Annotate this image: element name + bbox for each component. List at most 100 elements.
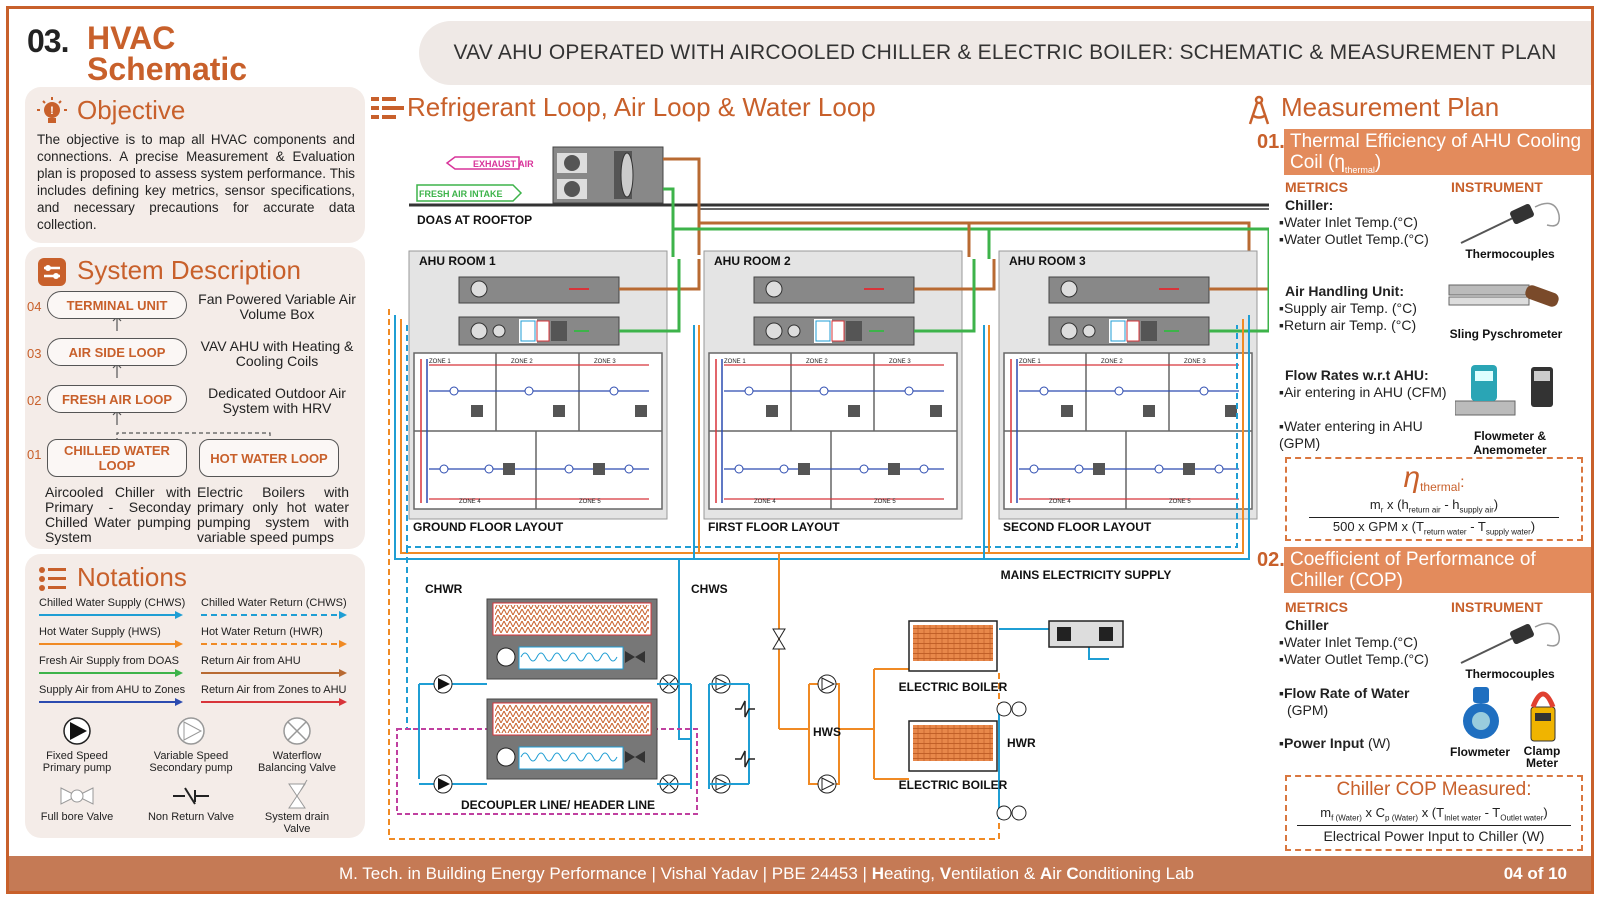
s2-gpm: (GPM) [1287,702,1329,718]
supply-diffuser-icon [484,464,494,474]
flowmeter-anemometer-icon [1455,365,1553,416]
eta-num-m: m [1369,497,1381,512]
chwr-label: CHWR [425,582,463,596]
decoupler-label: DECOUPLER LINE/ HEADER LINE [461,798,655,812]
drain-valve-icon [288,779,308,809]
s2-flowrate: ▪Flow Rate of Water [1279,685,1410,701]
non-return-valve-icon [173,787,209,805]
ahu-room-2-title: AHU ROOM 2 [714,254,791,268]
s2-metrics-heading: METRICS [1285,599,1348,615]
air-side-loop-pill: AIR SIDE LOOP [47,338,187,366]
level-02-num: 02 [27,393,42,408]
boiler-1-label: ELECTRIC BOILER [899,680,1008,694]
zone-label: ZONE 5 [874,499,896,505]
supply-diffuser-icon [624,464,634,474]
supply-diffuser-icon [734,464,744,474]
chiller-2 [486,698,658,780]
hot-water-loop-pill: HOT WATER LOOP [199,439,339,477]
mains-supply-panel [1048,620,1124,648]
eta-num-h: x (h [1383,497,1409,512]
page-number: 04 of 10 [1503,863,1567,883]
vav-box-icon [798,463,810,475]
s1-instrument-heading: INSTRUMENT [1451,179,1543,195]
thermocouple-icon [1460,202,1560,244]
s2-chiller-item-1-text: Water Inlet Temp.(°C) [1283,634,1418,650]
s2-flowrate-text: Flow Rate of Water [1283,685,1410,701]
zone-label: ZONE 2 [806,359,828,365]
list-icon [39,567,66,591]
supply-diffuser-icon [564,464,574,474]
air-side-loop-desc: VAV AHU with Heating & Cooling Coils [200,338,354,369]
thermocouple-icon-2 [1460,622,1560,664]
zone-label: ZONE 3 [889,359,911,365]
cop-num-m: m [1320,805,1332,820]
zone-label: ZONE 1 [429,359,451,365]
cop-num-outlet: Outlet water [1500,813,1544,823]
chws-label: CHWS [691,582,728,596]
eta-formula-title: ηthermal: [1287,461,1581,495]
s1-ahu-item-1-text: Supply air Temp. (°C) [1283,300,1417,316]
s2-instrument-heading: INSTRUMENT [1451,599,1543,615]
legend-fresh-air: Fresh Air Supply from DOAS [39,655,179,667]
notations-heading: Notations [77,562,187,592]
supply-diffuser-icon [1029,464,1039,474]
compass-icon [1248,95,1270,125]
vav-box-icon [503,463,515,475]
eta-den-return-water: return water [1423,527,1467,537]
s1-chiller-heading: Chiller: [1285,197,1334,213]
notations-card: Notations Chilled Water Supply (CHWS) Ch… [25,554,365,838]
legend-chws: Chilled Water Supply (CHWS) [39,597,186,609]
vav-box-icon [1183,463,1195,475]
chilled-water-loop-pill: CHILLED WATER LOOP [47,439,187,477]
s1-ahu-item-1: ▪Supply air Temp. (°C) [1279,300,1417,316]
full-bore-valve-icon [60,787,94,805]
s1-flow-item-2-text: Water entering in AHU (GPM) [1279,418,1423,451]
footer-p3: entilation & [951,863,1040,883]
level-03-num: 03 [27,346,42,361]
supply-diffuser-icon [779,464,789,474]
zone-label: ZONE 4 [459,499,481,505]
fresh-air-loop-desc: Dedicated Outdoor Air System with HRV [208,385,346,416]
first-floor-label: FIRST FLOOR LAYOUT [708,520,840,534]
legend-supply-air: Supply Air from AHU to Zones [39,684,186,696]
vav-box-icon [1093,463,1105,475]
s1-chiller-item-2-text: Water Outlet Temp.(°C) [1283,231,1429,247]
vav-box-icon [1143,405,1155,417]
fresh-air-label: FRESH AIR INTAKE [419,189,503,199]
footer-h: H [871,863,884,883]
hwr-label: HWR [1007,736,1036,750]
objective-heading: Objective [77,95,186,125]
footer: M. Tech. in Building Energy Performance … [9,856,1591,891]
supply-diffuser-icon [819,386,829,396]
loop-icon [371,97,404,119]
supply-diffuser-icon [904,386,914,396]
plan-heading: Measurement Plan [1281,92,1500,122]
s1-sling-label: Sling Pyschrometer [1449,327,1563,341]
lightbulb-icon: ! [37,97,67,123]
eta-formula-box: ηthermal: mr x (hreturn air - hsupply ai… [1285,457,1583,541]
zone-label: ZONE 5 [579,499,601,505]
vav-box-icon [635,405,647,417]
footer-a: A [1039,863,1053,883]
section-number: 03. [27,23,69,59]
vav-box-icon [888,463,900,475]
terminal-unit-desc: Fan Powered Variable Air Volume Box [198,291,356,322]
fixed-pump-label: Fixed Speed Primary pump [42,750,112,774]
title-line2: Schematic [87,51,248,87]
primary-pumps [419,674,691,794]
s2-thermocouples-label: Thermocouples [1465,667,1555,681]
s1-metrics-heading: METRICS [1285,179,1348,195]
schematic-heading: Refrigerant Loop, Air Loop & Water Loop [407,92,876,122]
eta-den-minus: - T [1466,519,1486,534]
s1-chiller-item-2: ▪Water Outlet Temp.(°C) [1279,231,1429,247]
eta-symbol: η [1403,461,1421,494]
s2-power-unit: (W) [1367,735,1391,751]
plan-s1-title-sub: thermal [1344,164,1375,175]
supply-diffuser-icon [859,464,869,474]
supply-diffuser-icon [524,386,534,396]
zone-label: ZONE 2 [511,359,533,365]
exhaust-air-label: EXHAUST AIR [473,159,534,169]
